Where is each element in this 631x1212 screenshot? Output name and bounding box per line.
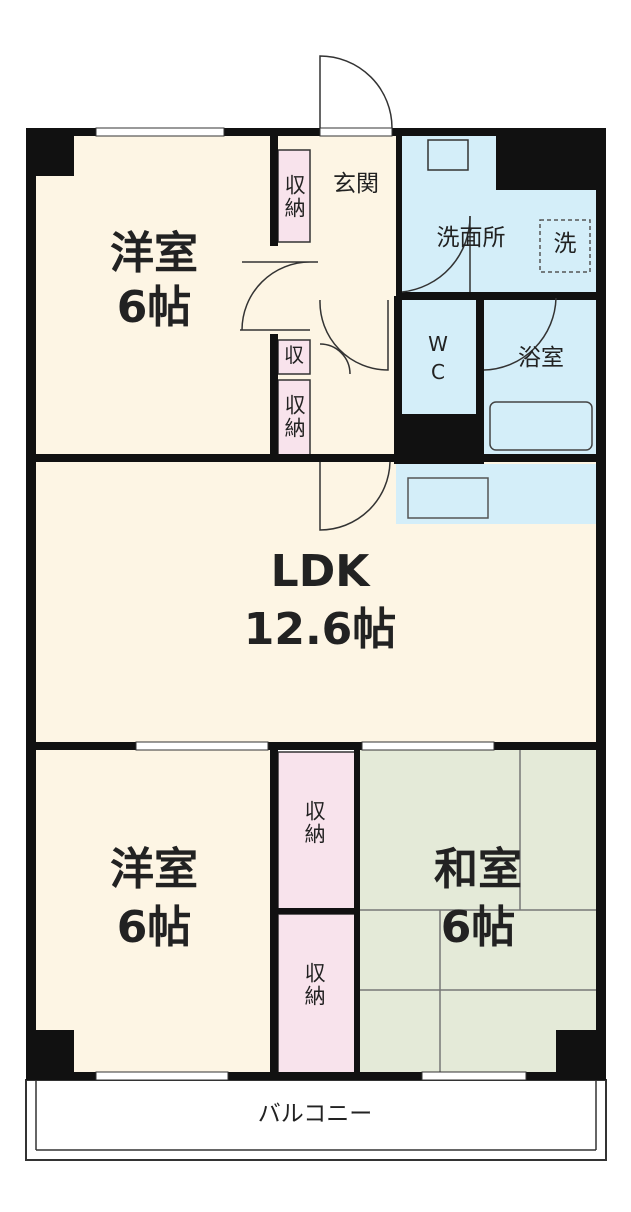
basin-icon (427, 139, 469, 171)
western-room-bottom-size: 6帖 (116, 902, 192, 953)
closet-bottom-1-label: 収納 (302, 800, 327, 846)
bathtub (489, 401, 593, 451)
wc-room (400, 298, 478, 416)
japanese-room-name: 和室 (434, 844, 522, 895)
balcony-area (25, 1079, 607, 1161)
closet-bottom-2-label: 収納 (302, 962, 327, 1008)
sink (407, 477, 489, 519)
ldk-name: LDK (270, 546, 370, 597)
western-room-bottom (34, 748, 274, 1078)
tatami-lines (360, 748, 598, 1078)
japanese-room-size: 6帖 (440, 902, 516, 953)
closet-top-label: 収納 (282, 174, 307, 220)
japanese-room (360, 748, 598, 1078)
walls (26, 128, 606, 1080)
western-room-top-size: 6帖 (116, 282, 192, 333)
ldk-size: 12.6帖 (243, 604, 397, 655)
bathroom-label: 浴室 (518, 345, 564, 371)
wc-label: W C (428, 332, 448, 384)
washer-label: 洗 (553, 231, 577, 257)
washer-space (539, 219, 591, 273)
western-room-bottom-name: 洋室 (110, 844, 198, 895)
closet-small-label: 収 (284, 343, 304, 367)
balcony-label: バルコニー (257, 1101, 373, 1127)
entrance-label: 玄関 (333, 171, 379, 197)
windows (95, 127, 527, 1081)
washroom-label: 洗面所 (436, 225, 506, 251)
western-room-top (34, 136, 274, 458)
closet-mid-label: 収納 (282, 394, 307, 440)
closet-mid (277, 379, 311, 457)
kitchen-counter (396, 464, 598, 524)
closet-bottom-1 (277, 751, 357, 911)
doors (240, 55, 557, 531)
western-room-top-name: 洋室 (110, 228, 198, 279)
